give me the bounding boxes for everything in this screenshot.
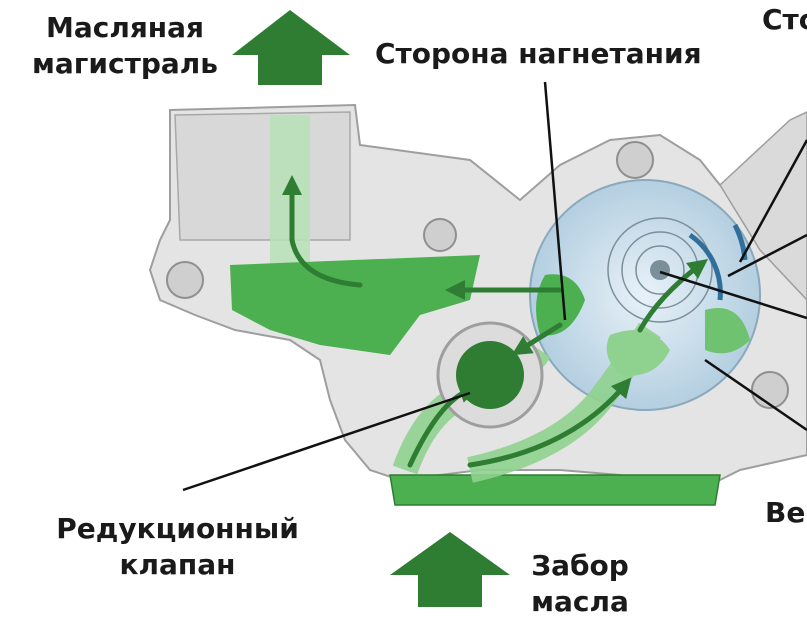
flow-arrows	[282, 175, 708, 468]
reducing-valve-body	[436, 321, 544, 429]
rotor-chamber	[529, 179, 761, 411]
oil-gallery-line-2: магистраль	[31, 47, 218, 80]
right-partial-label: Ве	[765, 496, 806, 529]
suction-side-partial-label: Сто	[762, 3, 807, 36]
oil-intake-label: Забор масла	[520, 548, 640, 620]
arrow-up-icon	[390, 532, 510, 607]
reducing-valve-label: Редукционный клапан	[40, 511, 315, 583]
oil-intake-line-1: Забор	[531, 549, 629, 582]
oil-intake-line-2: масла	[531, 585, 629, 618]
reducing-valve-line-1: Редукционный	[56, 512, 299, 545]
arrow-up-icon	[232, 10, 350, 85]
leader-lines	[182, 81, 807, 492]
oil-gallery-label: Масляная магистраль	[30, 10, 220, 82]
discharge-side-label: Сторона нагнетания	[375, 37, 702, 70]
oil-gallery-line-1: Масляная	[45, 11, 205, 44]
reducing-valve-line-2: клапан	[119, 548, 236, 581]
